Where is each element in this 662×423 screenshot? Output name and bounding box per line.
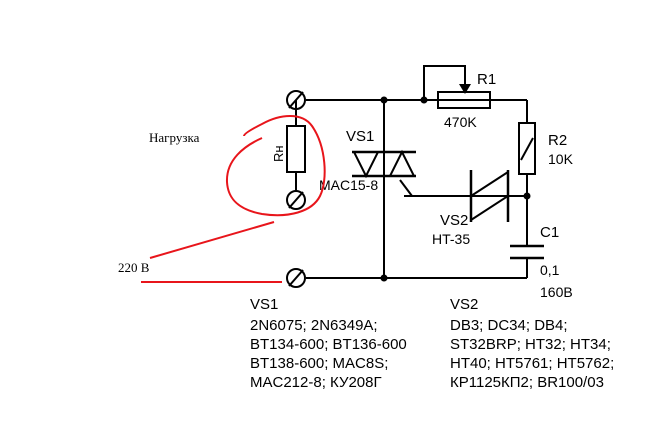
vs1-part-list: VS1 2N6075; 2N6349A; BT134-600; BT136-60… (250, 296, 407, 391)
triac-ref: VS1 (346, 128, 374, 145)
terminal-bottom (286, 268, 306, 288)
junction-dot (380, 96, 388, 104)
vs1-list-line: BT138-600; MAC8S; (250, 355, 388, 372)
r2-ref: R2 (548, 132, 567, 149)
junction-dot (523, 192, 531, 200)
vs1-list-title: VS1 (250, 296, 278, 313)
vs2-list-line: КР1125КП2; BR100/03 (450, 374, 604, 391)
resistor-r2 (518, 122, 536, 175)
load-resistor (286, 125, 306, 173)
triac-part: MAC15-8 (319, 177, 378, 193)
junction-dots (380, 96, 531, 282)
diac-ref: VS2 (440, 212, 468, 229)
c1-value-line2: 160B (540, 284, 573, 300)
vs2-list-title: VS2 (450, 296, 478, 313)
capacitor-c1 (510, 244, 544, 260)
terminal-load (286, 190, 306, 210)
vs2-list-line: HT40; HT5761; HT5762; (450, 355, 614, 372)
r2-value: 10K (548, 151, 574, 167)
vs2-list-line: ST32BRP; HT32; HT34; (450, 336, 611, 353)
vs1-list-line: 2N6075; 2N6349A; (250, 317, 378, 334)
load-highlight-circle (225, 115, 326, 217)
vs2-part-list: VS2 DB3; DC34; DB4; ST32BRP; HT32; HT34;… (450, 296, 614, 391)
c1-value-line1: 0,1 (540, 262, 560, 278)
resistor-r1 (437, 91, 491, 109)
c1-ref: C1 (540, 224, 559, 241)
r1-value: 470K (444, 114, 477, 130)
terminal-top (286, 90, 306, 110)
diac-part: HT-35 (432, 231, 470, 247)
vs1-list-line: BT134-600; BT136-600 (250, 336, 407, 353)
mains-pointer-line (149, 221, 275, 259)
load-note: Нагрузка (149, 130, 200, 145)
mains-label: 220 В (118, 260, 150, 275)
diac-symbol (467, 170, 512, 222)
red-annotations (141, 115, 326, 283)
triac-symbol (352, 149, 416, 197)
wiper-arrow-icon (459, 84, 471, 94)
junction-dot (420, 96, 428, 104)
junction-dot (380, 274, 388, 282)
r1-ref: R1 (477, 71, 496, 88)
vs1-list-line: MAC212-8; КУ208Г (250, 374, 382, 391)
load-label: Rн (271, 145, 286, 162)
vs2-list-line: DB3; DC34; DB4; (450, 317, 568, 334)
